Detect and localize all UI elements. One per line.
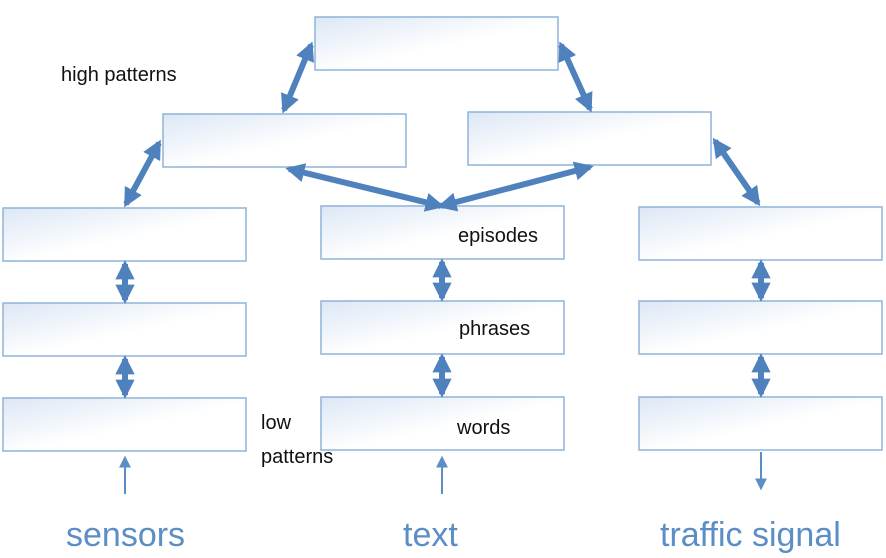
sensors-column-label: sensors — [66, 516, 185, 554]
words-label: words — [456, 417, 510, 439]
arrow-mid-right-to-traffic — [712, 137, 761, 207]
arrow-top-to-mid-right — [558, 41, 593, 113]
high-patterns-label: high patterns — [61, 64, 177, 86]
mid-left-box — [162, 113, 407, 168]
top-box — [314, 16, 559, 71]
text-box-phrases — [320, 300, 565, 355]
sensors-box-bottom — [2, 397, 247, 452]
episodes-label: episodes — [458, 225, 538, 247]
arrow-mid-right-to-episodes — [437, 161, 594, 212]
arrow-top-to-mid-left — [281, 41, 314, 114]
arrow-mid-left-to-sensors — [123, 139, 162, 208]
sensors-box-middle — [2, 302, 247, 357]
text-column-label: text — [403, 516, 458, 554]
traffic-box-middle — [638, 300, 883, 355]
labels: high patterns low patterns episodes phra… — [61, 64, 841, 554]
text-box-words — [320, 396, 565, 451]
boxes — [2, 16, 883, 452]
traffic-box-top — [638, 206, 883, 261]
connector-arrows — [115, 41, 771, 399]
traffic-signal-column-label: traffic signal — [660, 516, 841, 554]
phrases-label: phrases — [459, 318, 530, 340]
low-patterns-label-line2: patterns — [261, 446, 333, 468]
sensors-box-top — [2, 207, 247, 262]
arrow-mid-left-to-episodes — [285, 163, 445, 212]
traffic-box-bottom — [638, 396, 883, 451]
io-arrows — [119, 452, 767, 494]
low-patterns-label-line1: low — [261, 412, 292, 434]
mid-right-box — [467, 111, 712, 166]
